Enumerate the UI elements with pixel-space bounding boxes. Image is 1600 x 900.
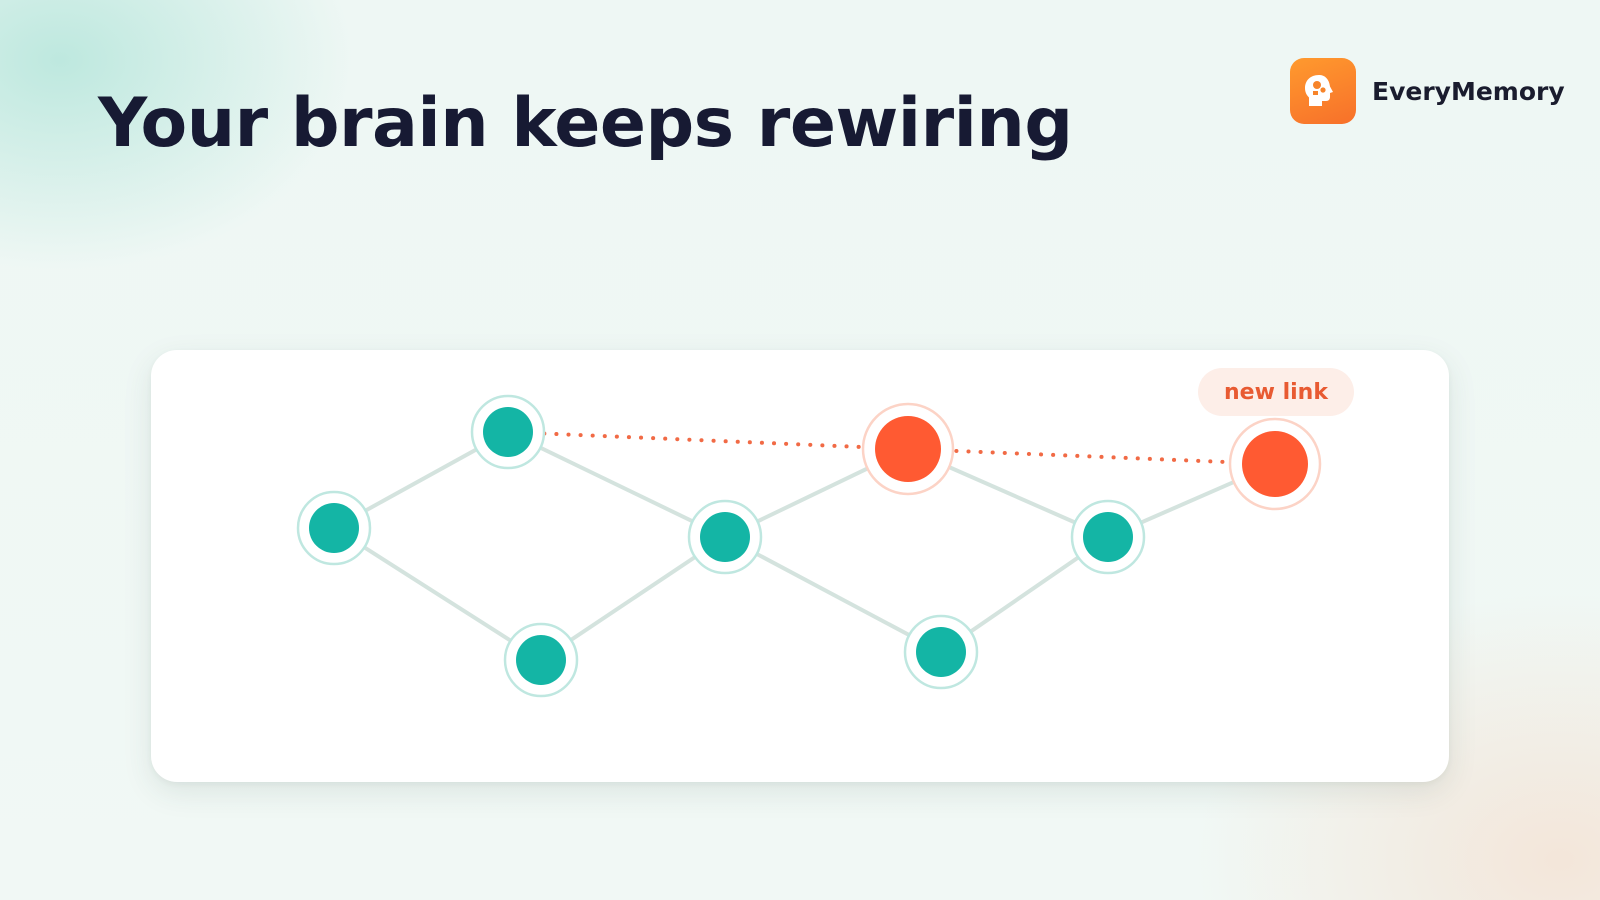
new-neuron (861, 402, 955, 496)
head-puzzle-icon (1305, 75, 1333, 106)
edge (506, 430, 727, 539)
brand-name: EveryMemory (1372, 76, 1565, 106)
neuron (470, 394, 546, 470)
neuron (296, 490, 372, 566)
edge (332, 526, 543, 662)
edge (723, 535, 943, 654)
neuron (687, 499, 763, 575)
neuron (503, 622, 579, 698)
brand: EveryMemory (1290, 58, 1565, 124)
neuron (1070, 499, 1146, 575)
new-link-badge: new link (1198, 368, 1354, 416)
new-links (506, 430, 1277, 466)
new-link-edge (506, 430, 910, 451)
network-card: new link (151, 350, 1449, 782)
new-neuron (1228, 417, 1322, 511)
new-link-edge (906, 447, 1277, 466)
page-title: Your brain keeps rewiring (98, 84, 1073, 163)
neuron-network (296, 394, 1322, 698)
neuron (903, 614, 979, 690)
brand-logo (1290, 58, 1356, 124)
